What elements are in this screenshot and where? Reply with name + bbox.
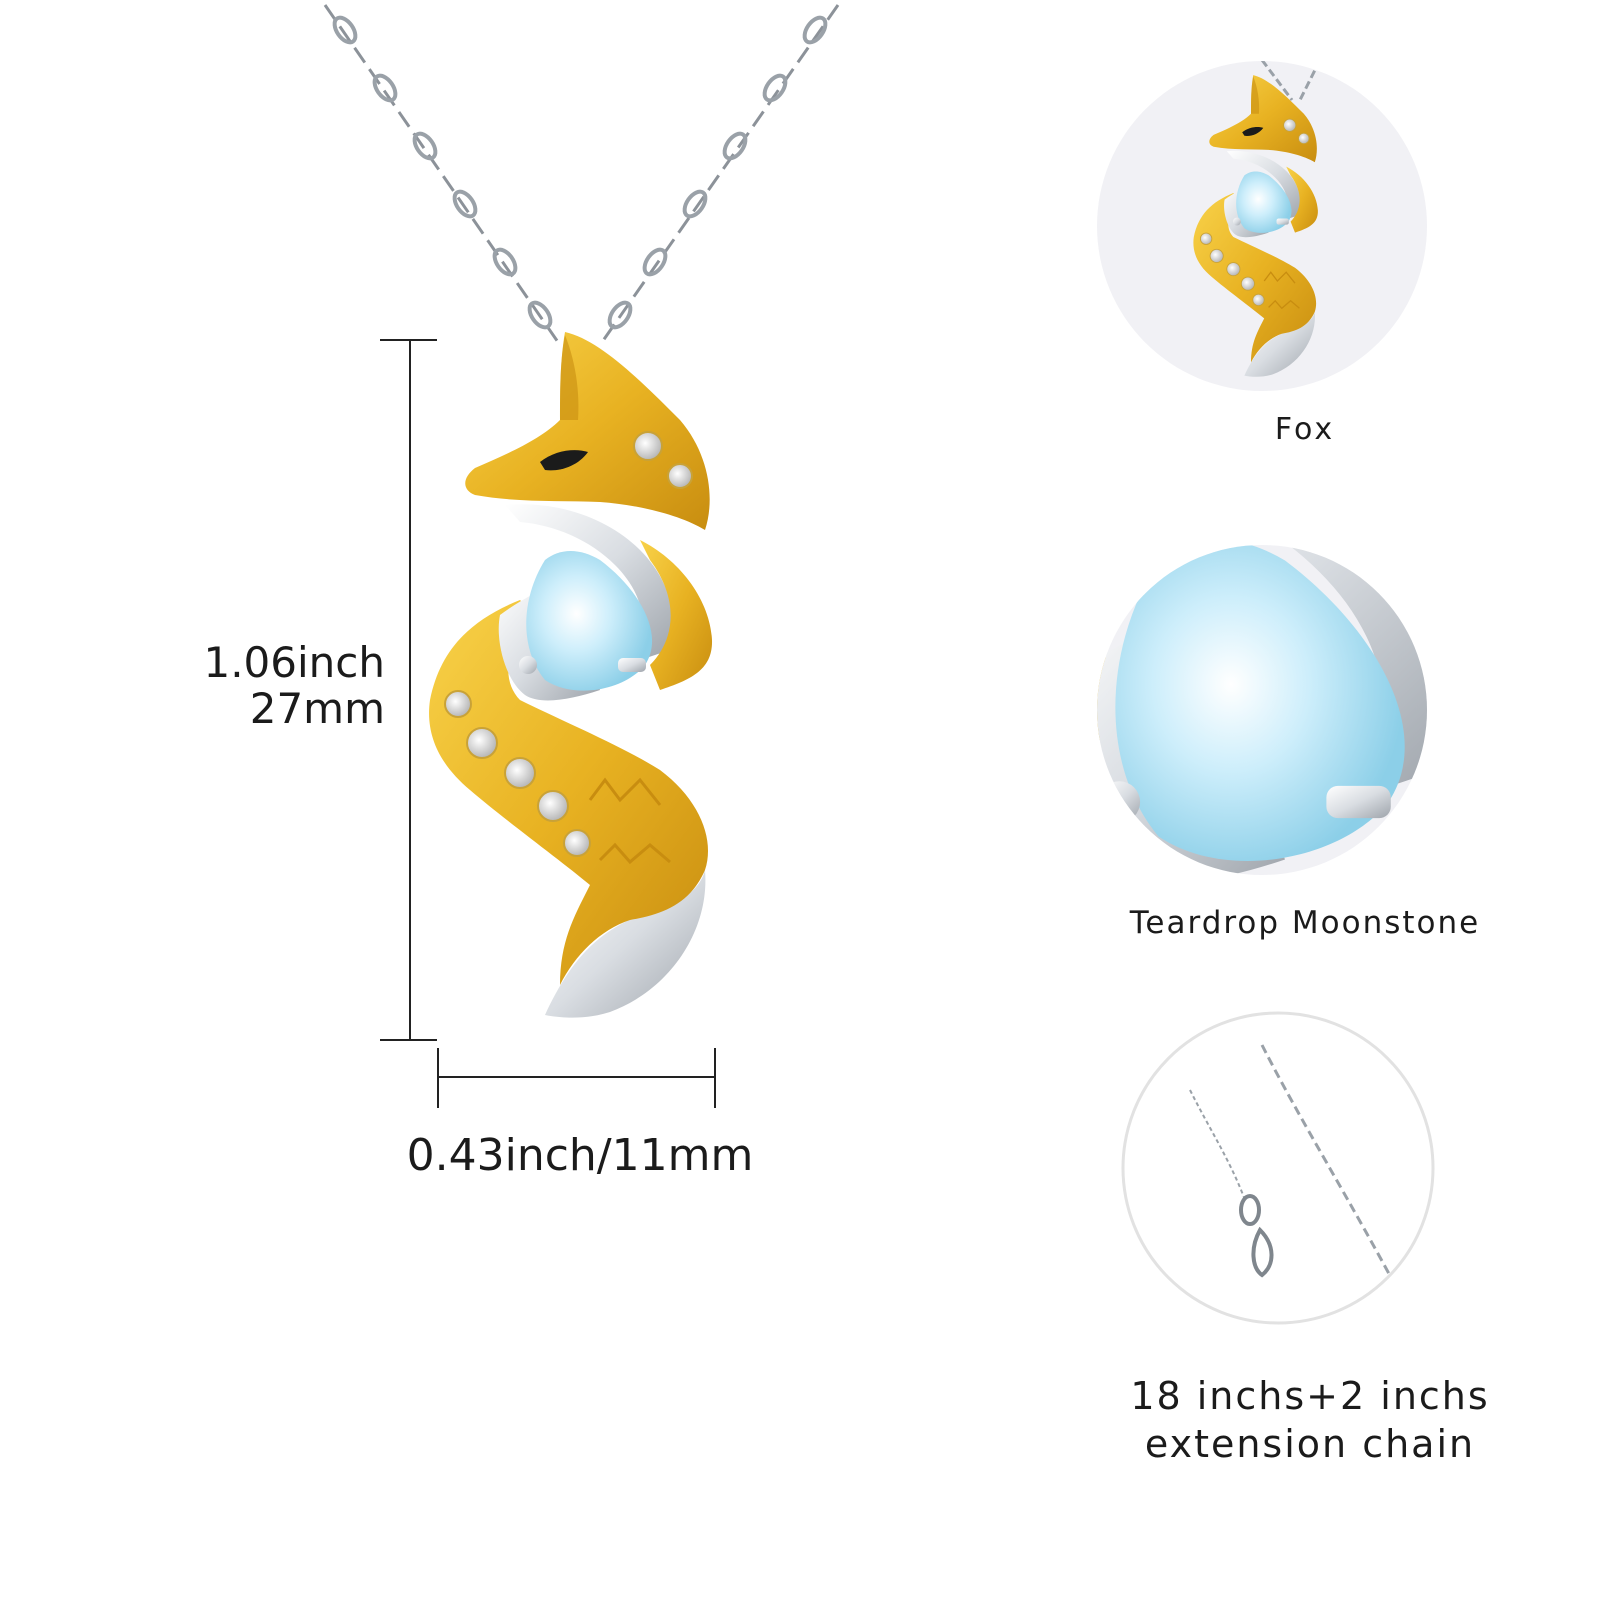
fox-caption: Fox (1274, 412, 1336, 447)
chain-caption: 18 inchs+2 inchs extension chain (1120, 1372, 1500, 1468)
height-dimension-line (380, 339, 437, 1041)
height-dimension-label: 1.06inch 27mm (180, 640, 385, 732)
width-dimension-label: 0.43inch/11mm (406, 1130, 754, 1181)
height-inch-text: 1.06inch (203, 638, 385, 687)
chain-caption-line-2: extension chain (1144, 1422, 1476, 1466)
width-dimension-line (437, 1048, 716, 1108)
chain-caption-line-1: 18 inchs+2 inchs (1130, 1374, 1490, 1418)
chain-detail-circle (1121, 1011, 1435, 1325)
fox-detail-circle (1097, 61, 1427, 391)
height-mm-text: 27mm (249, 684, 385, 733)
necklace-chain (323, 4, 840, 346)
moonstone-caption: Teardrop Moonstone (1129, 905, 1481, 941)
chain-links (332, 15, 828, 330)
fox-pendant (427, 330, 714, 1020)
moonstone-detail-circle (1097, 545, 1427, 875)
